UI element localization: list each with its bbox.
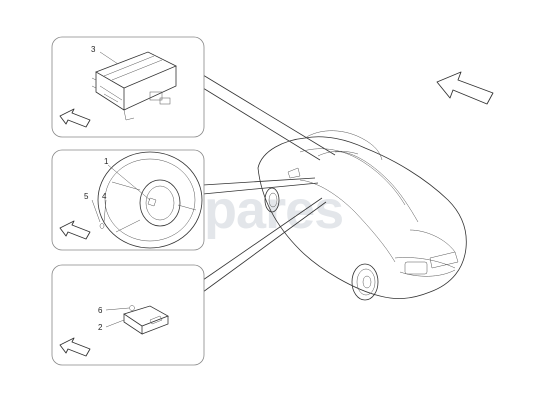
callout-6: 6 <box>98 306 103 315</box>
leader-3 <box>99 51 119 65</box>
panel-sensor-module: 6 2 <box>51 264 205 366</box>
sensor-module-drawing <box>123 305 169 335</box>
direction-arrow-small <box>59 337 91 357</box>
steering-wheel-drawing <box>97 151 203 249</box>
direction-arrow-small <box>59 108 91 128</box>
direction-arrow-small <box>59 220 91 240</box>
callout-1: 1 <box>104 157 109 166</box>
callout-4: 4 <box>102 192 107 201</box>
callout-5: 5 <box>84 192 89 201</box>
panel-steering-airbag: 1 5 4 <box>51 149 205 251</box>
callout-3: 3 <box>91 45 96 54</box>
callout-2: 2 <box>98 323 103 332</box>
bolt-icon <box>129 305 135 311</box>
screw-icon <box>99 223 105 229</box>
panel-control-unit: 3 <box>51 36 205 138</box>
leader-1 <box>107 164 151 201</box>
leader-lines <box>202 74 336 293</box>
car-outline <box>257 130 467 301</box>
direction-arrow-large <box>436 71 494 105</box>
control-unit-drawing <box>91 51 177 121</box>
